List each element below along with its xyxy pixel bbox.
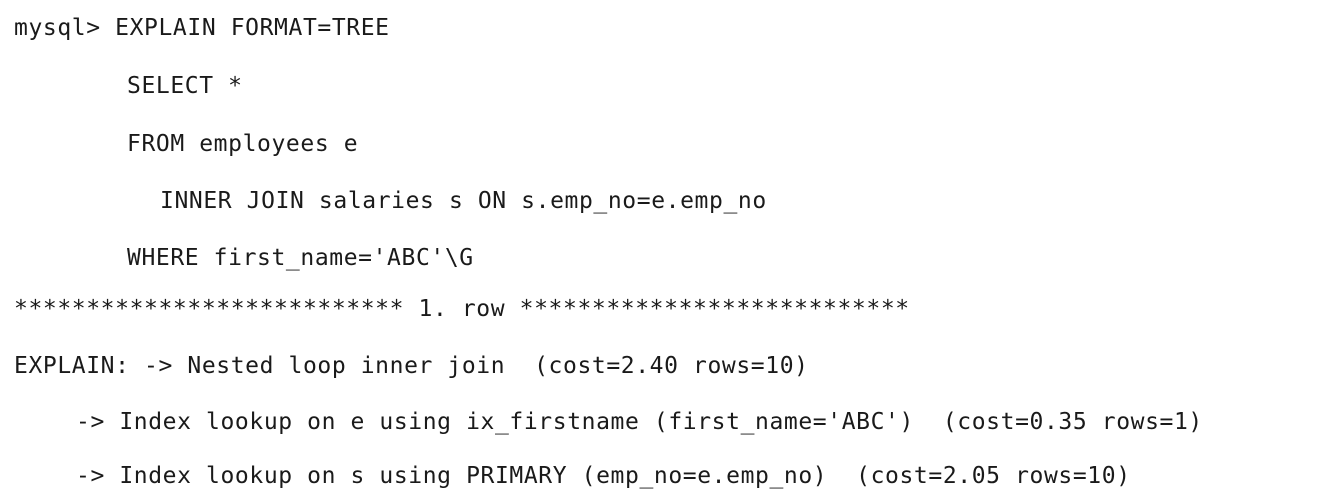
sql-select-line: SELECT *	[127, 73, 243, 99]
explain-step-line: -> Index lookup on e using ix_firstname …	[76, 409, 1203, 435]
sql-where-line: WHERE first_name='ABC'\G	[127, 245, 474, 271]
row-separator-line: *************************** 1. row *****…	[14, 296, 910, 322]
sql-command-line: mysql> EXPLAIN FORMAT=TREE	[14, 15, 390, 41]
sql-from-line: FROM employees e	[127, 131, 359, 157]
explain-step-line: -> Index lookup on s using PRIMARY (emp_…	[76, 463, 1131, 489]
sql-join-line: INNER JOIN salaries s ON s.emp_no=e.emp_…	[160, 188, 767, 214]
explain-result-line: EXPLAIN: -> Nested loop inner join (cost…	[14, 353, 809, 379]
